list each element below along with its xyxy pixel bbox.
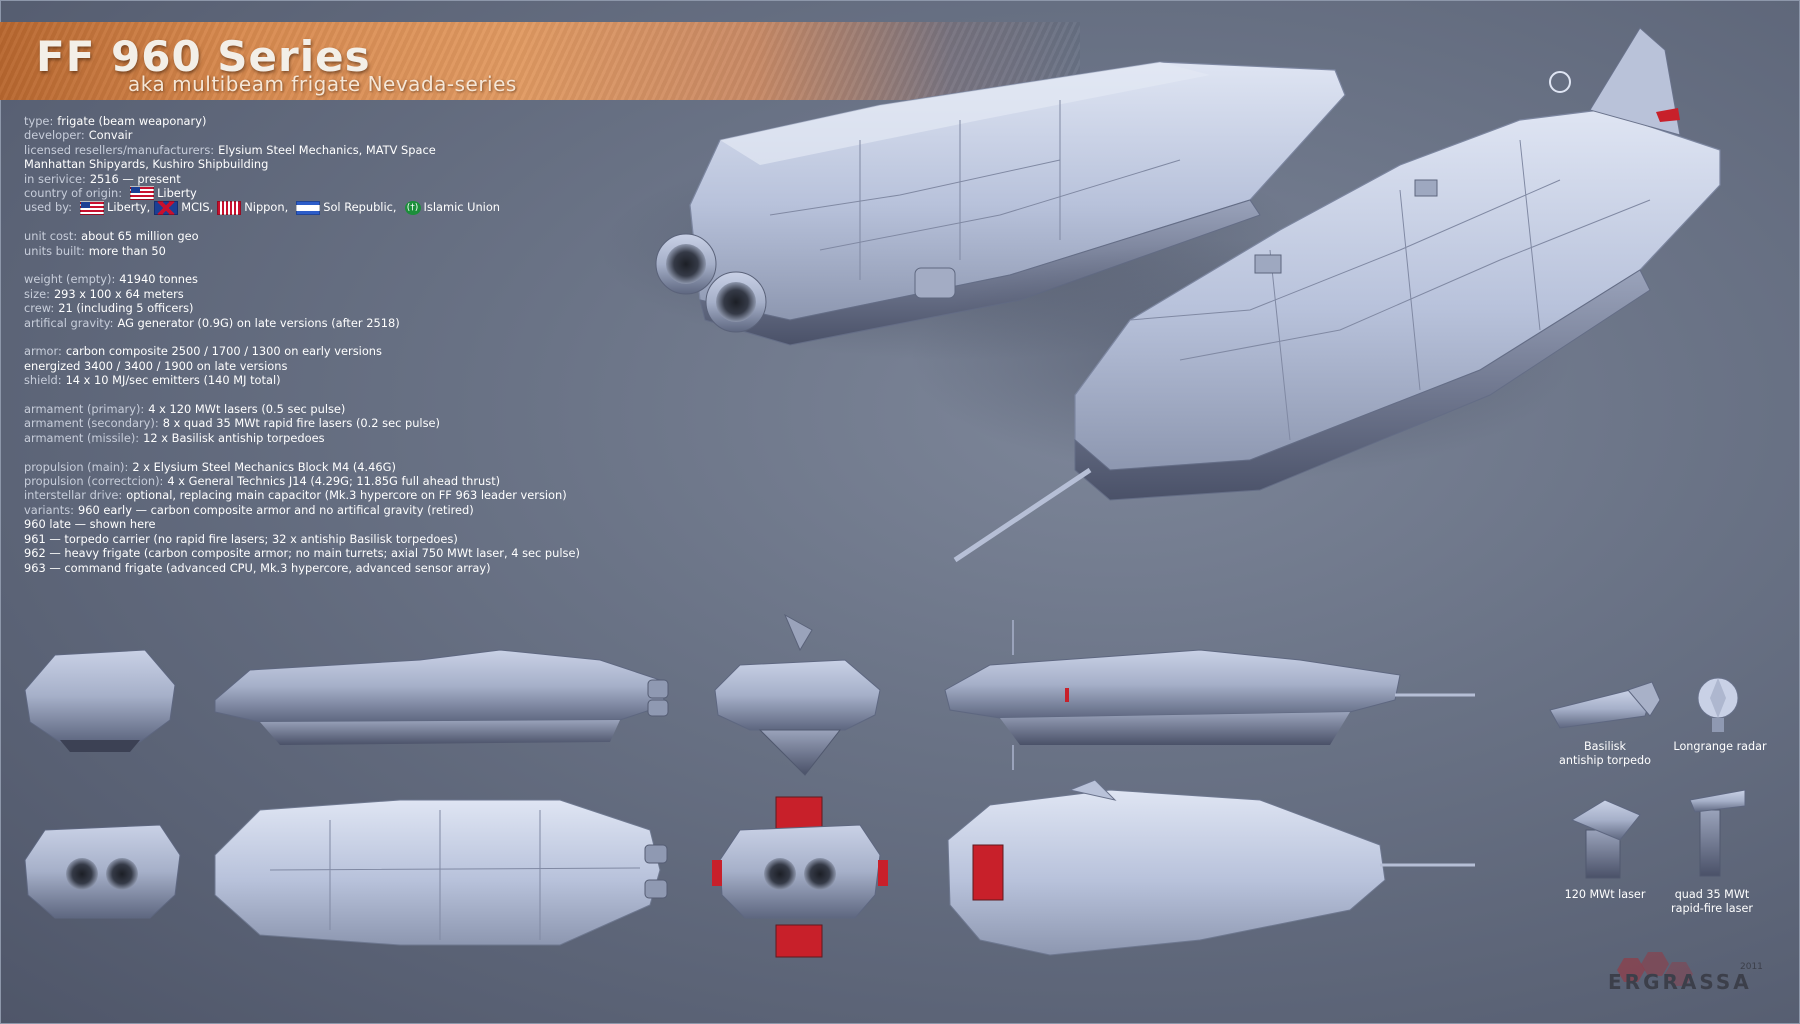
spec-origin: country of origin:Liberty [24, 186, 197, 201]
spec-armament-secondary: armament (secondary):8 x quad 35 MWt rap… [24, 416, 440, 431]
variant-962: 962 — heavy frigate (carbon composite ar… [24, 546, 580, 561]
quad-laser-icon [1689, 789, 1746, 877]
view-side-profile-1 [214, 649, 669, 745]
sol-republic-flag-icon [296, 200, 321, 215]
spec-gravity: artifical gravity:AG generator (0.9G) on… [24, 315, 400, 330]
nippon-flag-icon [217, 200, 242, 215]
islamic-union-flag-icon: (†) [404, 200, 421, 215]
poster-subtitle: aka multibeam frigate Nevada-series [128, 72, 517, 96]
view-top [214, 799, 668, 946]
spec-used-by: used by: Liberty, MCIS, Nippon, Sol Repu… [24, 200, 501, 215]
view-side-profile-2 [944, 620, 1475, 770]
view-rear-armored [712, 796, 888, 958]
spec-unit-cost: unit cost:about 65 million geo [24, 229, 199, 244]
laser-label: 120 MWt laser [1564, 888, 1646, 901]
view-front-mid [714, 613, 881, 776]
torpedo-label: Basilisk antiship torpedo [1559, 740, 1651, 767]
spec-size: size:293 x 100 x 64 meters [24, 286, 184, 301]
poster-title: FF 960 Series [36, 32, 371, 81]
spec-developer: developer:Convair [24, 128, 133, 143]
liberty-flag-icon [130, 186, 155, 201]
quad-laser-label: quad 35 MWt rapid-fire laser [1671, 888, 1753, 915]
variant-963: 963 — command frigate (advanced CPU, Mk.… [24, 560, 491, 575]
spec-armament-missile: armament (missile):12 x Basilisk antishi… [24, 430, 325, 445]
radar-label: Longrange radar [1673, 740, 1767, 753]
spec-licensed-cont: Manhattan Shipyards, Kushiro Shipbuildin… [24, 157, 269, 172]
spec-type: type:frigate (beam weaponary) [24, 114, 207, 128]
title-banner [0, 22, 1080, 100]
spec-crew: crew:21 (including 5 officers) [24, 301, 194, 316]
liberty-flag-icon [80, 200, 104, 215]
artist-logo-text: ERGRASSA [1608, 970, 1752, 994]
torpedo-icon [1549, 681, 1661, 729]
spec-licensed: licensed resellers/manufacturers:Elysium… [24, 142, 436, 157]
mcis-flag-icon [154, 200, 179, 215]
radar-icon [1697, 677, 1739, 732]
artist-logo-icon [1617, 952, 1693, 986]
spec-propulsion-correction: propulsion (correctcion):4 x General Tec… [24, 474, 501, 489]
view-front-top-row [24, 649, 176, 752]
spec-variants: variants:960 early — carbon composite ar… [24, 502, 474, 517]
variant-961: 961 — torpedo carrier (no rapid fire las… [24, 531, 458, 546]
laser-turret-icon [1570, 799, 1641, 879]
spec-weight: weight (empty):41940 tonnes [24, 272, 198, 287]
spec-shield: shield:14 x 10 MJ/sec emitters (140 MJ t… [24, 373, 281, 388]
artist-logo-year: 2011 [1740, 962, 1763, 972]
spec-armor-cont: energized 3400 / 3400 / 1900 on late ver… [24, 358, 288, 373]
ship-perspective-front [910, 27, 1721, 563]
ship-perspective-rear [600, 61, 1346, 360]
spec-in-service: in serivice:2516 — present [24, 171, 181, 186]
spec-interstellar-drive: interstellar drive:optional, replacing m… [24, 488, 567, 503]
spec-armor: armor:carbon composite 2500 / 1700 / 130… [24, 344, 382, 359]
spec-propulsion-main: propulsion (main):2 x Elysium Steel Mech… [24, 459, 396, 474]
spec-units-built: units built:more than 50 [24, 243, 166, 258]
view-bottom [947, 779, 1475, 956]
variant-960-late: 960 late — shown here [24, 517, 156, 532]
spec-armament-primary: armament (primary):4 x 120 MWt lasers (0… [24, 402, 346, 417]
view-rear [24, 824, 181, 919]
spec-sheet: type:frigate (beam weaponary) developer:… [24, 114, 664, 575]
